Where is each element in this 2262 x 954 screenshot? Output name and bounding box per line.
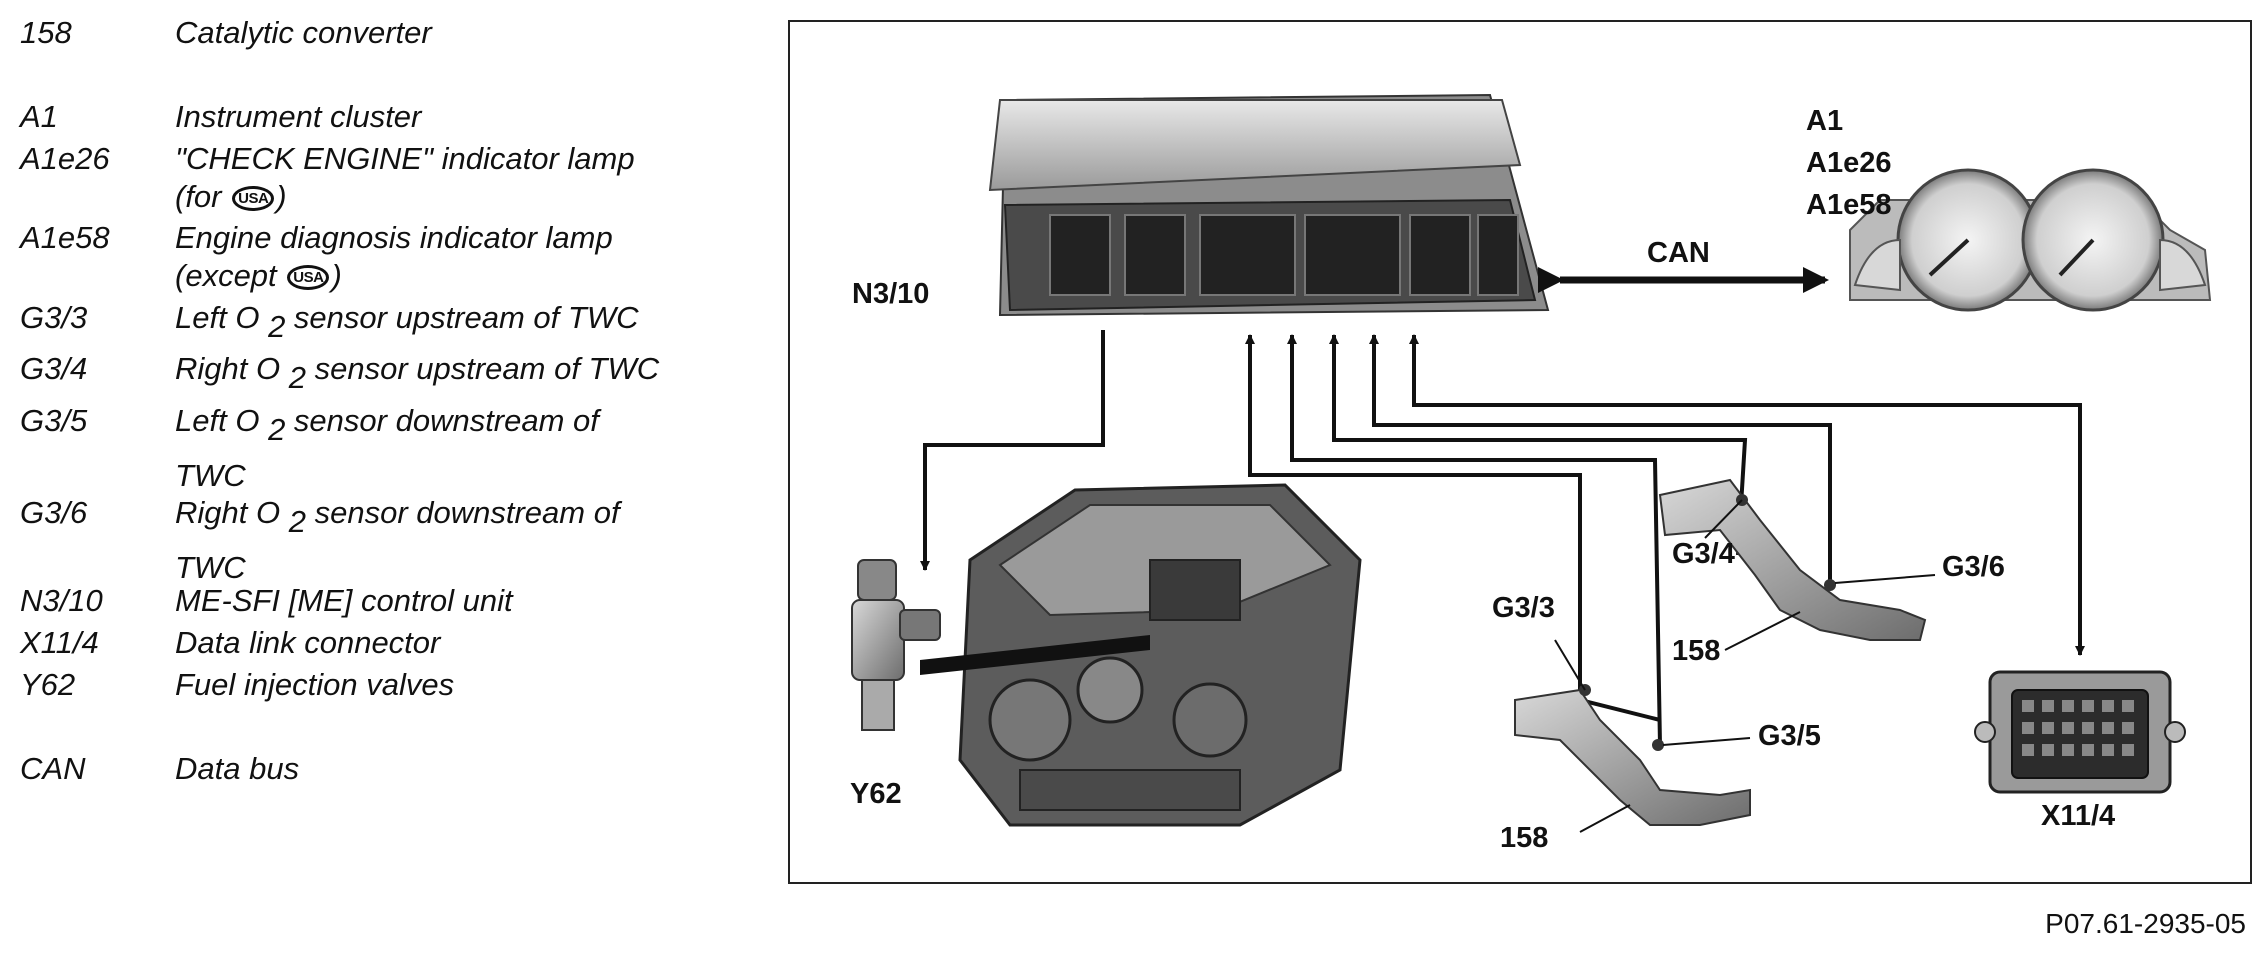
label-cat-left: 158 — [1500, 822, 1548, 854]
label-y62: Y62 — [850, 778, 902, 810]
instrument-cluster-icon — [1849, 168, 2212, 312]
label-cat-right: 158 — [1672, 635, 1720, 667]
data-link-connector-icon — [1974, 670, 2186, 794]
label-g3-5: G3/5 — [1758, 720, 1821, 752]
legend-desc: Engine diagnosis indicator lamp — [175, 220, 613, 255]
leader-g3-5 — [1662, 737, 1751, 746]
leader-cat-left — [1579, 804, 1631, 833]
subscript-2: 2 — [268, 412, 286, 447]
legend-desc-part: TWC — [175, 550, 246, 585]
wire-g3-3 — [1245, 334, 1661, 722]
legend-code: N3/10 — [20, 583, 103, 618]
legend-desc-part: sensor downstream of — [305, 495, 620, 530]
label-a1e58: A1e58 — [1806, 189, 1891, 221]
legend-desc: "CHECK ENGINE" indicator lamp — [175, 141, 635, 176]
legend-desc-part: ) — [276, 179, 287, 214]
legend-desc-part: Right O — [175, 351, 281, 386]
label-a1: A1 — [1806, 105, 1843, 137]
label-can: CAN — [1647, 237, 1710, 269]
label-n3-10: N3/10 — [852, 278, 929, 310]
legend-desc: Fuel injection valves — [175, 667, 455, 702]
wire-to-y62 — [920, 330, 1105, 571]
legend-desc: ME-SFI [ME] control unit — [175, 583, 513, 618]
label-x11-4: X11/4 — [2041, 800, 2115, 832]
wire-g3-5 — [1287, 334, 1662, 746]
wire-g3-6 — [1369, 334, 1832, 585]
legend-code: G3/6 — [20, 495, 88, 530]
leader-cat-right — [1724, 611, 1801, 651]
legend-desc: Data bus — [175, 751, 300, 786]
legend-desc-part: sensor upstream of TWC — [285, 300, 639, 335]
leader-g3-6 — [1834, 574, 1936, 584]
subscript-2: 2 — [288, 360, 306, 395]
legend-desc-part: sensor downstream of — [285, 403, 599, 438]
legend-desc-part: Left O — [175, 403, 260, 438]
legend-code: CAN — [20, 751, 86, 786]
control-unit-n3-10-icon — [988, 93, 1550, 317]
legend-desc-part: Left O — [175, 300, 260, 335]
legend-desc-part: ) — [331, 258, 342, 293]
legend-code: A1e58 — [20, 220, 110, 255]
legend-desc: Catalytic converter — [175, 15, 432, 50]
legend-code: X11/4 — [20, 625, 99, 660]
label-g3-4: G3/4 — [1672, 538, 1735, 570]
diagram-frame — [788, 20, 2252, 884]
label-g3-6: G3/6 — [1942, 551, 2005, 583]
injector-pointer — [920, 635, 1150, 675]
label-g3-3: G3/3 — [1492, 592, 1555, 624]
legend-code: Y62 — [20, 667, 76, 702]
legend-desc: Data link connector — [175, 625, 441, 660]
legend-code: G3/5 — [20, 403, 88, 438]
subscript-2: 2 — [288, 504, 306, 539]
legend-desc-part: (except — [175, 258, 286, 293]
legend-desc-part: TWC — [175, 458, 246, 493]
usa-badge-icon: USA — [232, 186, 275, 212]
legend-code: A1e26 — [20, 141, 110, 176]
legend-desc-part: Right O — [175, 495, 281, 530]
subscript-2: 2 — [268, 309, 286, 344]
catalytic-converter-left-icon — [1514, 684, 1751, 826]
legend-code: 158 — [20, 15, 72, 50]
figure-code: P07.61-2935-05 — [2045, 908, 2246, 939]
legend-desc-part: (for — [175, 179, 231, 214]
legend-code: G3/3 — [20, 300, 88, 335]
usa-badge-icon: USA — [287, 265, 330, 291]
legend-code: A1 — [20, 99, 58, 134]
label-a1e26: A1e26 — [1806, 147, 1891, 179]
legend-desc-part: sensor upstream of TWC — [305, 351, 660, 386]
leader-g3-4 — [1704, 499, 1743, 539]
legend-desc: Instrument cluster — [175, 99, 422, 134]
fuel-injector-icon — [851, 559, 941, 731]
leader-g3-3 — [1554, 639, 1586, 691]
engine-icon — [920, 483, 1362, 827]
legend-code: G3/4 — [20, 351, 88, 386]
